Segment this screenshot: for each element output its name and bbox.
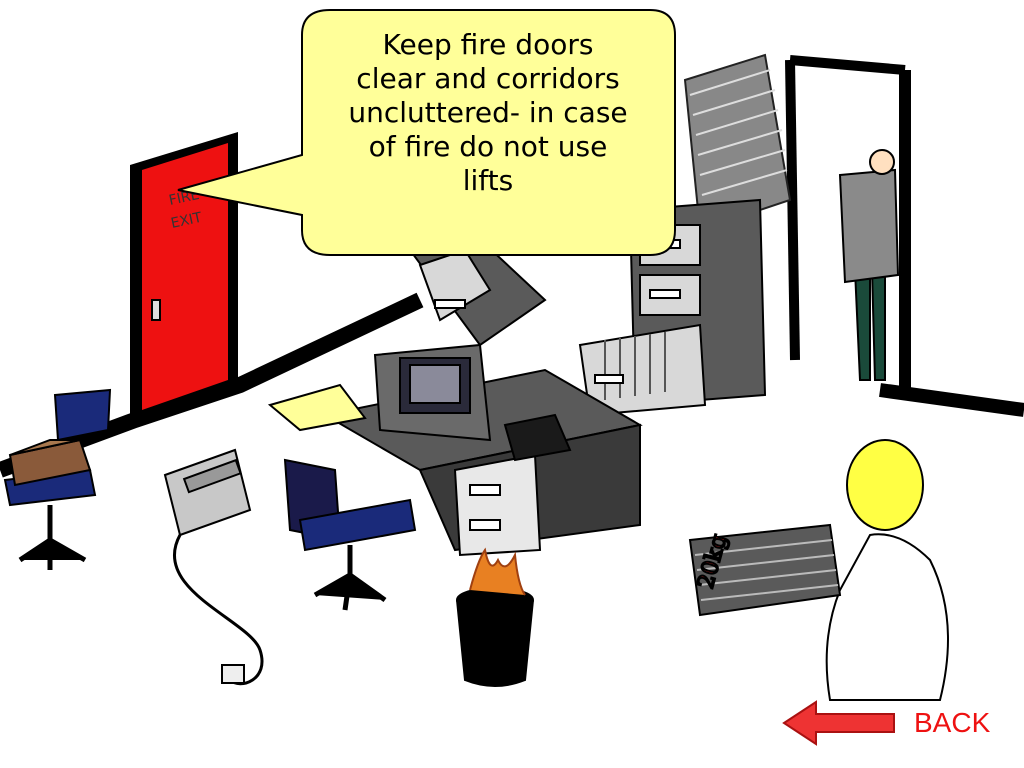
fire-exit-sign-line2: EXIT: [170, 210, 204, 232]
office-chair: [283, 458, 417, 611]
fire-exit-door: FIRE EXIT: [130, 132, 238, 420]
yellow-folder: [267, 383, 367, 432]
filing-cabinet-left: [408, 228, 547, 347]
electric-heater: [163, 448, 264, 686]
paper-stack: [683, 53, 792, 232]
doorway: [785, 55, 906, 361]
person-in-doorway: [838, 149, 900, 381]
computer-monitor: [373, 343, 572, 462]
speech-bubble: [177, 9, 676, 256]
speech-bubble-text: Keep fire doors clear and corridors uncl…: [348, 28, 628, 197]
back-label: BACK: [914, 707, 991, 738]
chair-with-box: [3, 388, 112, 570]
back-arrow-icon: [782, 700, 895, 746]
back-button[interactable]: BACK: [782, 700, 1012, 746]
burning-wastebin: [456, 547, 534, 687]
person-carrying-box: 20kg: [688, 439, 949, 701]
